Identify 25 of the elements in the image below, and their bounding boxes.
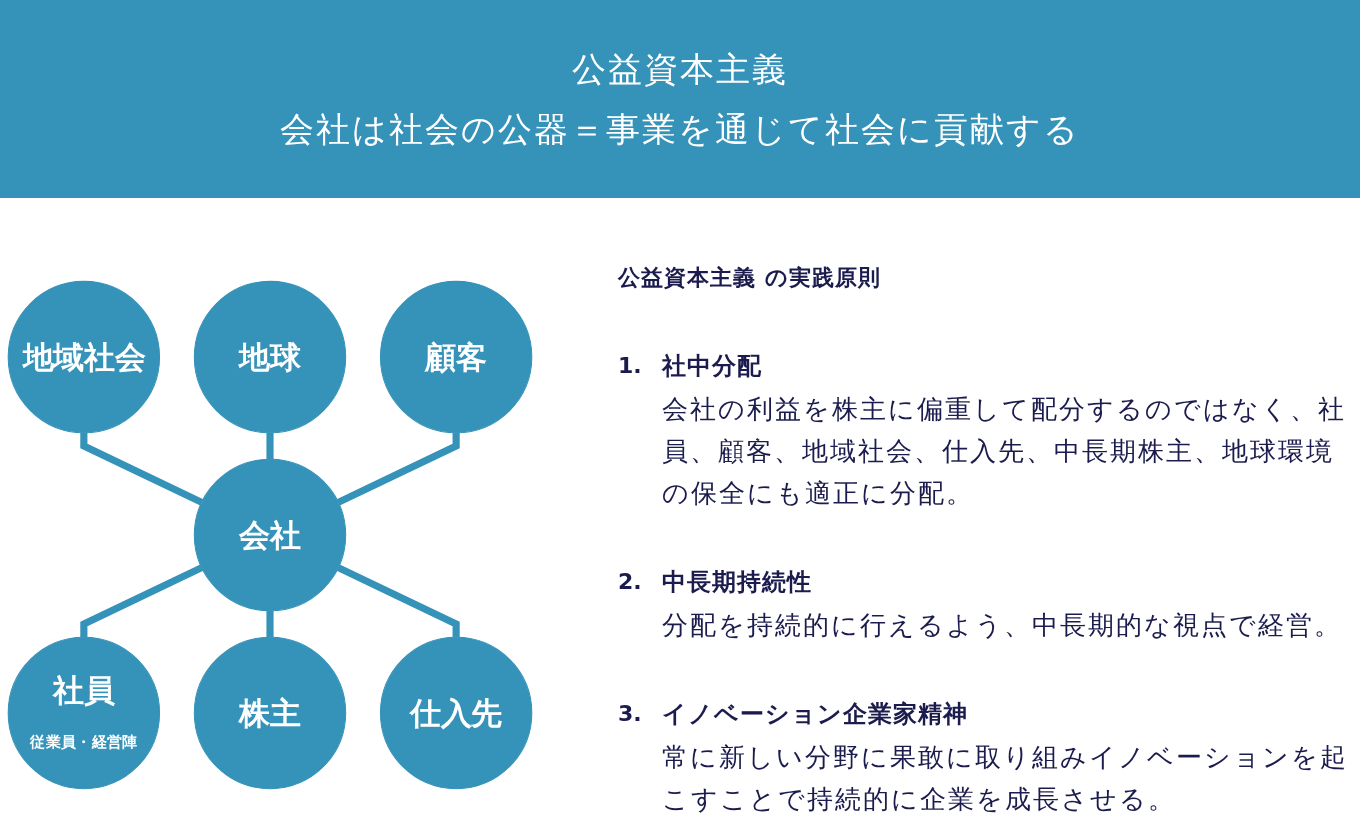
list-number: 3.	[618, 700, 642, 728]
node-circle: 社員 従業員・経営陣	[7, 636, 161, 790]
title: 公益資本主義	[572, 48, 788, 91]
connector	[266, 610, 274, 638]
node-circle: 地域社会	[7, 280, 161, 434]
connector	[336, 432, 460, 506]
item-heading: 中長期持続性	[662, 567, 812, 598]
list-number: 1.	[618, 352, 642, 380]
item-heading: イノベーション企業家精神	[662, 699, 968, 730]
item-text: 分配を持続的に行えるよう、中長期的な視点で経営。	[662, 609, 1343, 642]
subtitle: 会社は社会の公器＝事業を通じて社会に貢献する	[280, 108, 1080, 151]
section-heading: 公益資本主義 の実践原則	[618, 264, 881, 292]
item-heading: 社中分配	[662, 351, 762, 382]
node-circle: 地球	[193, 280, 347, 434]
connector	[80, 432, 204, 506]
item-text: 会社の利益を株主に偏重して配分するのではなく、社員、顧客、地域社会、仕入先、中長期株主、地球環境の保全にも適正に分配。	[662, 393, 1347, 510]
connector	[80, 564, 204, 638]
connector	[266, 432, 274, 460]
node-circle: 株主	[193, 636, 347, 790]
connector	[336, 564, 460, 638]
item-text: 常に新しい分野に果敢に取り組みイノベーションを起こすことで持続的に企業を成長させる。	[662, 741, 1349, 816]
node-circle: 会社	[193, 458, 347, 612]
node-circle: 仕入先	[379, 636, 533, 790]
list-number: 2.	[618, 568, 642, 596]
node-circle: 顧客	[379, 280, 533, 434]
